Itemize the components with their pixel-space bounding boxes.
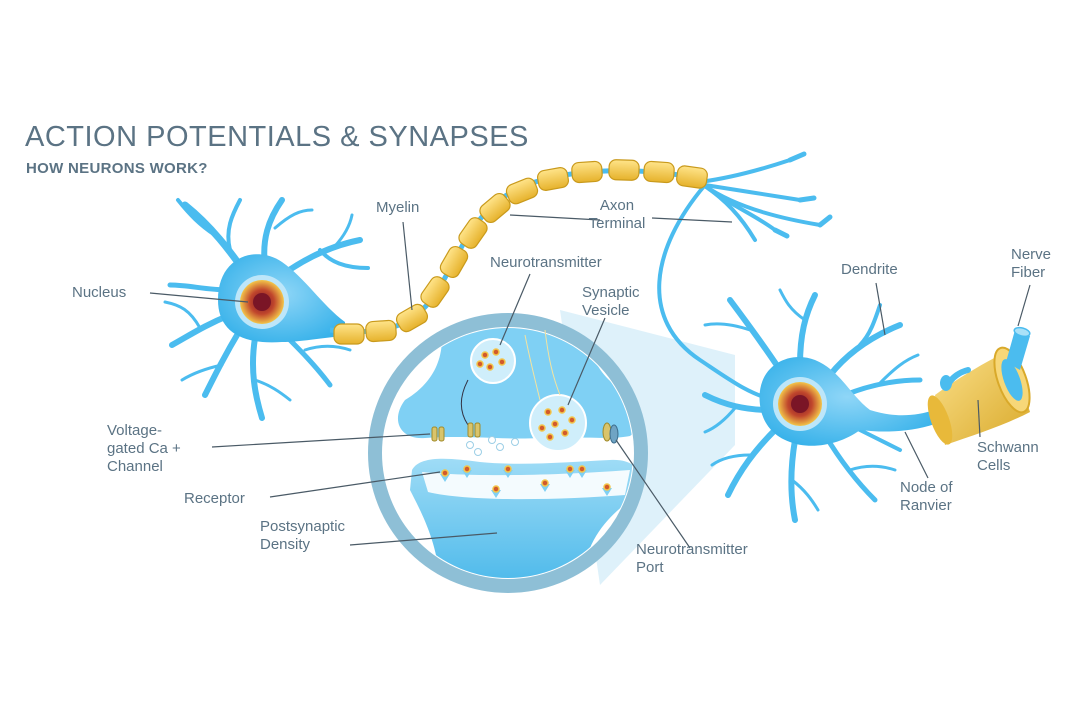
myelin-segment xyxy=(608,159,640,181)
receptor-site xyxy=(540,484,550,492)
label-node-of-ranvier-line-1: Node of xyxy=(900,479,953,496)
receptor-site xyxy=(462,470,472,478)
label-voltage-gated-line-3: Channel xyxy=(107,458,163,475)
label-voltage-gated-line-1: Voltage- xyxy=(107,422,163,439)
myelin-segment xyxy=(643,160,675,184)
label-voltage-gated-line-2: gated Ca + xyxy=(107,440,181,457)
myelin-segment xyxy=(395,303,429,333)
receptors xyxy=(440,465,612,498)
ca-channel-mid xyxy=(467,422,481,438)
label-neurotransmitter: Neurotransmitter xyxy=(490,254,602,271)
label-nucleus: Nucleus xyxy=(72,284,127,301)
vesicle-left xyxy=(470,338,516,384)
leader-lines xyxy=(149,214,1031,549)
label-neurotransmitter-port-line-2: Port xyxy=(636,559,664,576)
axon-terminal-branches xyxy=(698,151,833,242)
label-nerve-fiber: Nerve Fiber xyxy=(1011,246,1051,282)
myelin-segment xyxy=(505,177,539,205)
neurotransmitter-molecules xyxy=(466,436,519,456)
bound-neurotransmitter xyxy=(463,465,471,473)
receptor-site xyxy=(440,474,450,482)
label-axon-terminal: Axon Terminal xyxy=(585,197,649,233)
label-postsynaptic-density-line-1: Postsynaptic xyxy=(260,518,346,535)
bound-neurotransmitter xyxy=(441,469,449,477)
neurotransmitter-molecule xyxy=(466,441,474,449)
label-neurotransmitter-port: Neurotransmitter Port xyxy=(636,541,748,577)
myelin-segment xyxy=(333,323,365,345)
ca-channel-left xyxy=(431,426,445,442)
label-axon-terminal-line-2: Terminal xyxy=(588,215,646,232)
label-schwann-cells-line-1: Schwann xyxy=(977,439,1039,456)
myelin-segment xyxy=(571,160,603,184)
myelin-segment xyxy=(439,245,469,279)
label-schwann-cells-line-2: Cells xyxy=(977,457,1011,474)
bound-neurotransmitter xyxy=(566,465,574,473)
label-synaptic-vesicle: Synaptic Vesicle xyxy=(582,284,640,320)
label-receptor: Receptor xyxy=(184,490,245,507)
bound-neurotransmitter xyxy=(541,479,549,487)
neurotransmitter-molecule xyxy=(496,443,504,451)
page-title: ACTION POTENTIALS & SYNAPSES xyxy=(25,121,529,153)
label-synaptic-vesicle-line-2: Vesicle xyxy=(582,302,630,319)
label-dendrite: Dendrite xyxy=(841,261,898,278)
receptor-site xyxy=(565,470,575,478)
label-postsynaptic-density: Postsynaptic Density xyxy=(260,518,345,554)
bound-neurotransmitter xyxy=(603,483,611,491)
vesicle-right xyxy=(529,394,587,452)
receptor-site xyxy=(491,490,501,498)
label-node-of-ranvier: Node of Ranvier xyxy=(900,479,953,515)
label-nerve-fiber-line-2: Fiber xyxy=(1011,264,1046,281)
neurotransmitter-molecule xyxy=(474,448,482,456)
label-postsynaptic-density-line-2: Density xyxy=(260,536,311,553)
page-subtitle: HOW NEURONS WORK? xyxy=(26,160,208,177)
left-nucleus xyxy=(235,275,289,329)
myelin-sheath xyxy=(329,159,708,345)
myelin-segment xyxy=(365,319,397,343)
neurotransmitter-port xyxy=(602,422,619,444)
synapse-lens xyxy=(368,313,648,593)
myelin-segment xyxy=(537,167,569,191)
label-neurotransmitter-port-line-1: Neurotransmitter xyxy=(636,541,748,558)
right-nucleus xyxy=(773,377,827,431)
receptor-site xyxy=(503,470,513,478)
bound-neurotransmitter xyxy=(504,465,512,473)
myelin-segment xyxy=(479,192,511,224)
axon-long xyxy=(657,183,777,402)
nerve-fiber-cylinder xyxy=(927,326,1031,445)
label-voltage-gated-channel: Voltage- gated Ca + Channel xyxy=(107,422,181,476)
myelin-segment xyxy=(458,217,488,249)
myelin-segment xyxy=(420,276,450,308)
label-axon-terminal-line-1: Axon xyxy=(599,197,635,214)
bound-neurotransmitter xyxy=(578,465,586,473)
myelin-segment xyxy=(676,165,708,189)
receptor-site xyxy=(602,488,612,496)
label-myelin: Myelin xyxy=(376,199,420,216)
bound-neurotransmitter xyxy=(492,485,500,493)
neurotransmitter-molecule xyxy=(488,436,496,444)
label-synaptic-vesicle-line-1: Synaptic xyxy=(582,284,640,301)
label-nerve-fiber-line-1: Nerve xyxy=(1011,246,1052,263)
label-schwann-cells: Schwann Cells xyxy=(977,439,1039,475)
neurotransmitter-molecule xyxy=(511,438,519,446)
label-node-of-ranvier-line-2: Ranvier xyxy=(900,497,952,514)
receptor-site xyxy=(577,470,587,478)
